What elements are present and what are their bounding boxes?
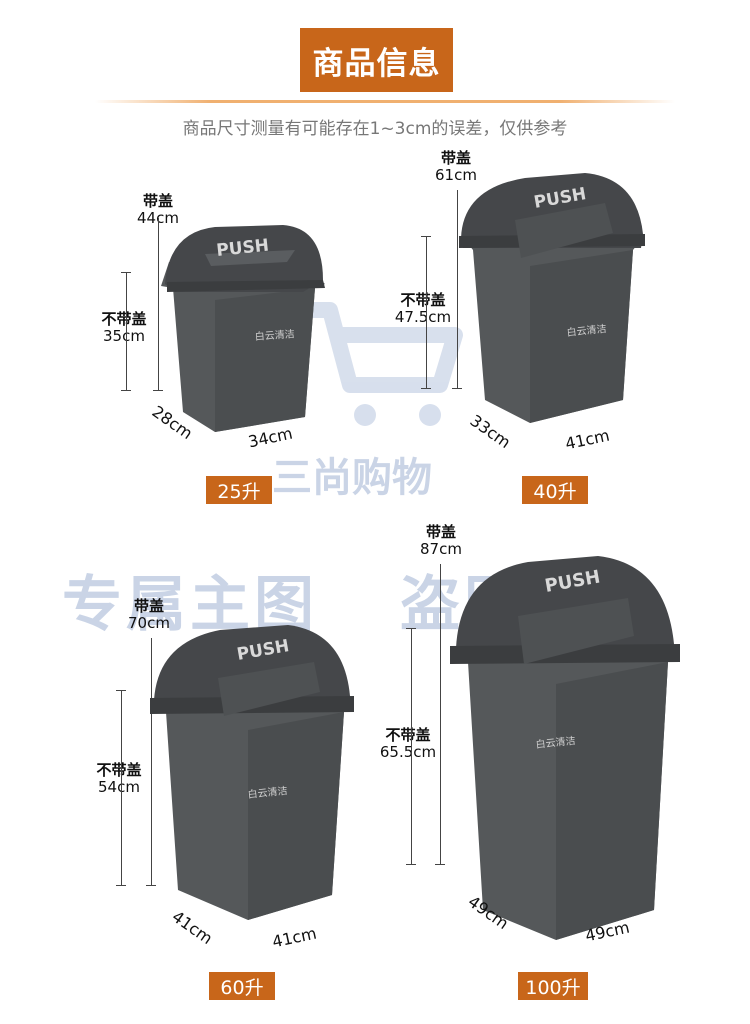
trash-bin-25l-image: PUSH 白云清洁 xyxy=(161,225,325,432)
lid-dimension-line xyxy=(158,218,159,390)
bin-logo-text: 白云清洁 xyxy=(247,784,288,801)
capacity-badge-60l: 60升 xyxy=(209,972,275,1000)
lid-dimension-line xyxy=(440,564,441,864)
capacity-badge-25l: 25升 xyxy=(206,476,272,504)
width-dimension: 41cm xyxy=(270,923,319,952)
capacity-badge-40l: 40升 xyxy=(522,476,588,504)
cart-watermark-icon xyxy=(280,302,463,426)
capacity-badge-100l: 100升 xyxy=(518,972,588,1000)
trash-bin-40l-image: PUSH 白云清洁 xyxy=(459,173,645,423)
bin-logo-text: 白云清洁 xyxy=(535,734,576,751)
bin-logo-text: 白云清洁 xyxy=(254,327,295,343)
header-divider xyxy=(95,100,675,103)
trash-bin-100l-image: PUSH 白云清洁 xyxy=(450,556,680,940)
nolid-dimension-line xyxy=(426,236,427,388)
bin-logo-text: 白云清洁 xyxy=(566,322,607,339)
measurement-disclaimer: 商品尺寸测量有可能存在1~3cm的误差，仅供参考 xyxy=(182,119,568,139)
lid-dimension-line xyxy=(151,638,152,885)
nolid-dimension-line xyxy=(121,690,122,885)
nolid-dimension-line xyxy=(411,628,412,864)
trash-bin-60l-image: PUSH 白云清洁 xyxy=(150,625,354,920)
section-title: 商品信息 xyxy=(300,28,453,92)
nolid-dimension-line xyxy=(126,272,127,390)
brand-watermark: 三尚购物 xyxy=(272,455,432,501)
lid-dimension-line xyxy=(457,190,458,388)
